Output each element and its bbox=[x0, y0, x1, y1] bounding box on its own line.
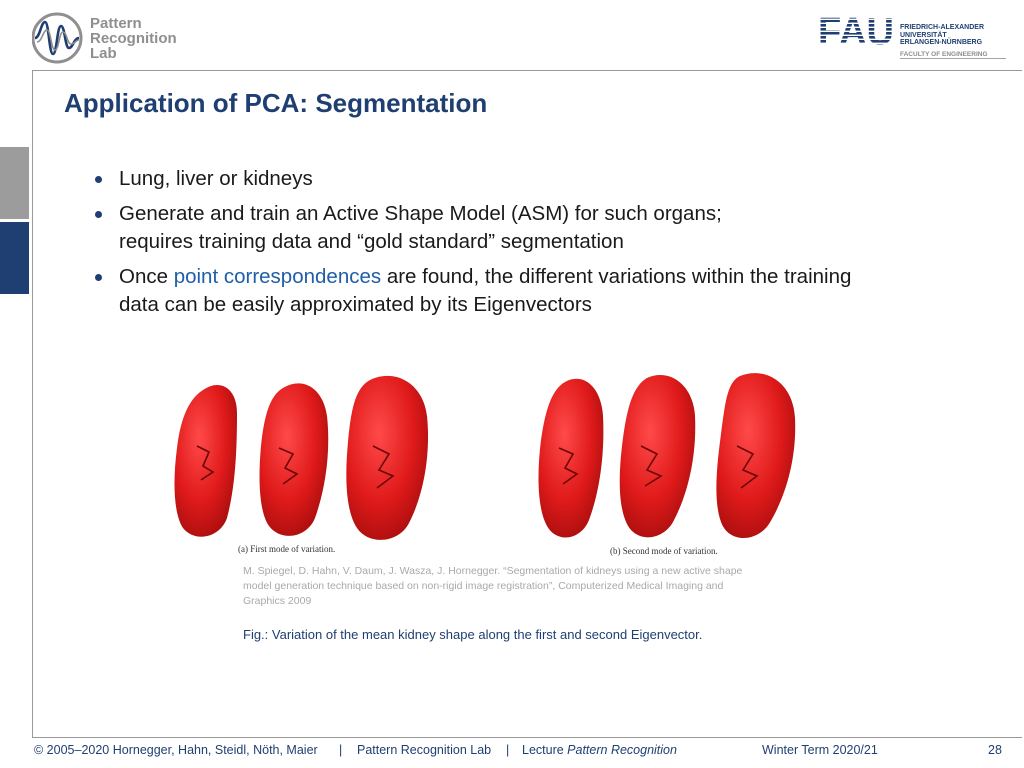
bullet-text: Lung, liver or kidneys bbox=[119, 167, 313, 190]
kidney-figure bbox=[174, 373, 796, 540]
reference-line: M. Spiegel, D. Hahn, V. Daum, J. Wasza, … bbox=[243, 565, 743, 577]
lab-logo-line: Pattern bbox=[90, 15, 142, 32]
footer-separator: | bbox=[339, 743, 343, 757]
kidney-shape bbox=[259, 383, 329, 536]
kidney-shape bbox=[346, 375, 429, 540]
subcaption-a: (a) First mode of variation. bbox=[238, 544, 336, 554]
bullet-item: Generate and train an Active Shape Model… bbox=[92, 200, 972, 256]
footer-copyright: © 2005–2020 Hornegger, Hahn, Steidl, Nöt… bbox=[34, 743, 318, 757]
side-marker-gray bbox=[0, 147, 29, 219]
bullet-text: requires training data and “gold standar… bbox=[119, 230, 624, 253]
footer-term: Winter Term 2020/21 bbox=[762, 743, 878, 757]
slide-frame bbox=[32, 70, 1022, 738]
lab-logo-line: Recognition bbox=[90, 30, 177, 47]
kidney-shape bbox=[538, 378, 604, 538]
fau-name-line: UNIVERSITÄT bbox=[900, 31, 947, 39]
fau-mark-text: FAU bbox=[818, 12, 894, 53]
footer-lecture-prefix: Lecture bbox=[522, 743, 568, 757]
bullet-list: Lung, liver or kidneys Generate and trai… bbox=[92, 165, 972, 326]
bullet-item: Once point correspondences are found, th… bbox=[92, 263, 972, 319]
bullet-item: Lung, liver or kidneys bbox=[92, 165, 972, 193]
bullet-text: Generate and train an Active Shape Model… bbox=[119, 202, 722, 225]
bullet-text: are found, the different variations with… bbox=[381, 265, 852, 288]
page-number: 28 bbox=[988, 743, 1002, 757]
highlighted-term: point correspondences bbox=[173, 265, 382, 288]
figure-caption: Fig.: Variation of the mean kidney shape… bbox=[243, 627, 703, 642]
footer-separator: | bbox=[506, 743, 510, 757]
bullet-text-line: Once point correspondences are found, th… bbox=[119, 263, 972, 291]
figure-reference: M. Spiegel, D. Hahn, V. Daum, J. Wasza, … bbox=[243, 564, 803, 609]
fau-logo-mark: FAU bbox=[818, 12, 1006, 59]
reference-line: model generation technique based on non-… bbox=[243, 580, 724, 592]
kidney-shape bbox=[174, 384, 237, 537]
side-marker-blue bbox=[0, 222, 29, 294]
fau-name-line: FRIEDRICH-ALEXANDER bbox=[900, 24, 984, 31]
lab-logo-text: Pattern Recognition Lab bbox=[90, 16, 177, 61]
fau-name-line: ERLANGEN-NÜRNBERG bbox=[900, 39, 983, 46]
lab-logo-icon bbox=[32, 12, 83, 64]
slide-title: Application of PCA: Segmentation bbox=[64, 88, 488, 118]
subcaption-b: (b) Second mode of variation. bbox=[610, 546, 718, 556]
footer-lecture-name: Pattern Recognition bbox=[567, 743, 677, 757]
bullet-text: Once bbox=[119, 265, 174, 288]
reference-line: Graphics 2009 bbox=[243, 595, 312, 607]
fau-faculty: FACULTY OF ENGINEERING bbox=[900, 51, 988, 58]
footer-lecture: Lecture Pattern Recognition bbox=[522, 743, 677, 757]
footer-lab: Pattern Recognition Lab bbox=[357, 743, 492, 757]
bullet-text: data can be easily approximated by its E… bbox=[119, 293, 592, 316]
kidney-shape bbox=[716, 373, 796, 538]
fau-name-block: FRIEDRICH-ALEXANDER UNIVERSITÄT ERLANGEN… bbox=[900, 24, 984, 47]
lab-logo-line: Lab bbox=[90, 45, 117, 62]
kidney-shape bbox=[619, 375, 696, 538]
